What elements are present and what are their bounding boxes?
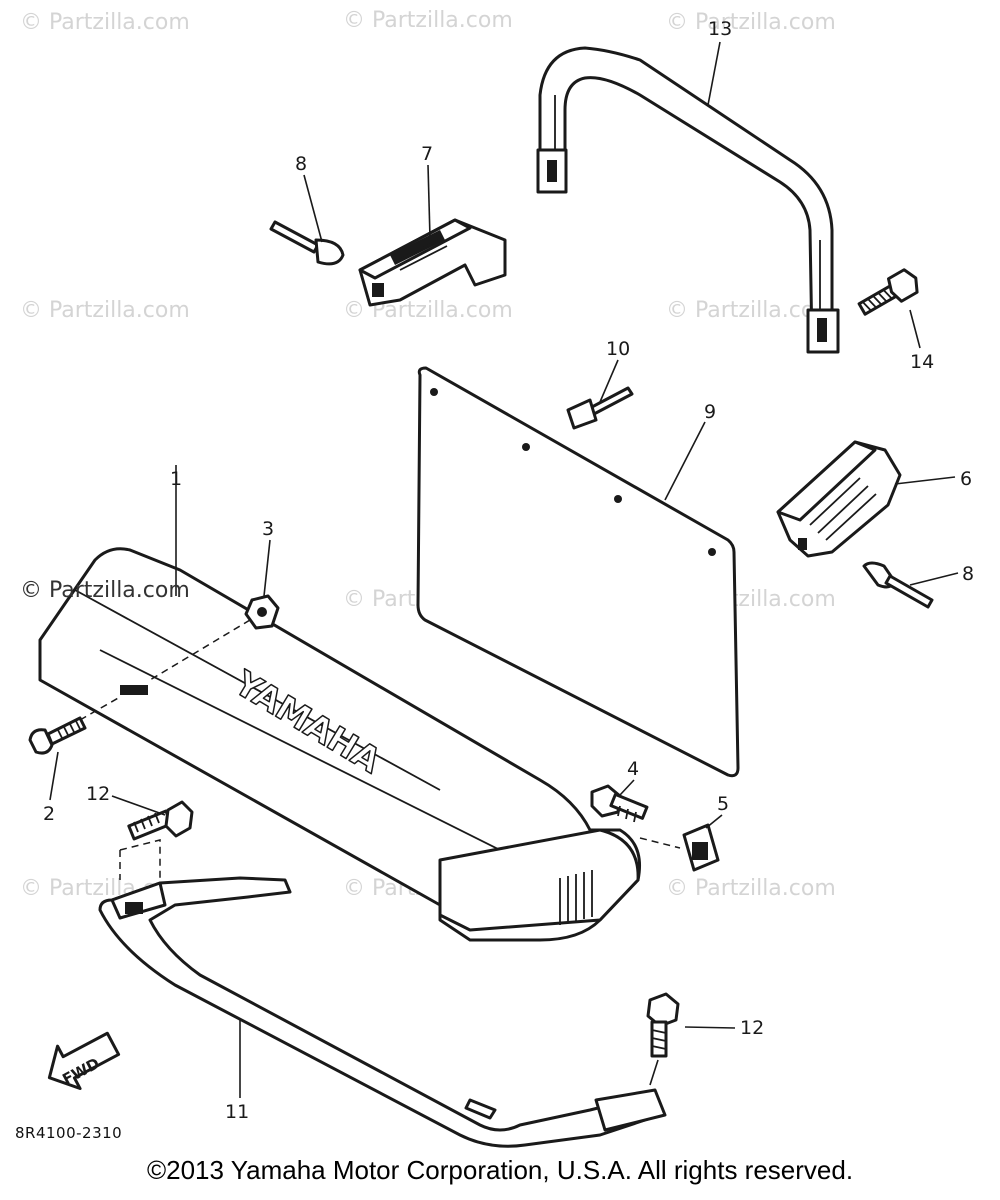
leader-8-upper [303, 174, 323, 243]
callout-8-upper: 8 [295, 153, 307, 175]
leader-14 [909, 309, 921, 349]
leader-12-left [111, 795, 166, 816]
part-10-rivet [566, 386, 634, 430]
callout-6: 6 [960, 468, 972, 490]
watermark: © Partzilla.com [666, 10, 836, 35]
part-1-bumper [38, 547, 641, 942]
part-7-clamp [358, 218, 507, 307]
fwd-arrow-icon [47, 1031, 121, 1091]
leader-7 [427, 164, 431, 239]
callout-14: 14 [910, 351, 934, 373]
parts-diagram: YAMAHA [28, 18, 974, 1148]
callout-5: 5 [717, 793, 729, 815]
dashed-guide-2 [79, 696, 121, 721]
copyright-notice: ©2013 Yamaha Motor Corporation, U.S.A. A… [146, 1155, 854, 1185]
callout-3: 3 [262, 518, 274, 540]
leader-12-right [684, 1026, 736, 1029]
part-12-bolt-left [127, 800, 194, 841]
callout-8-right: 8 [962, 563, 974, 585]
part-13-grab-bar [536, 46, 840, 354]
callout-11: 11 [225, 1101, 249, 1123]
callout-10: 10 [606, 338, 630, 360]
part-9-plate [416, 366, 740, 778]
diagram-code: 8R4100-2310 [15, 1124, 123, 1142]
part-12-bolt-right [646, 992, 680, 1058]
callout-7: 7 [421, 143, 433, 165]
dashed-guide-3 [149, 619, 251, 681]
dashed-guide-5 [639, 837, 681, 849]
callout-13: 13 [708, 18, 732, 40]
part-11-bumper-bar [98, 876, 667, 1148]
leader-10 [599, 359, 619, 403]
leader-8-right [909, 572, 959, 586]
watermark: © Partzilla.com [20, 10, 190, 35]
leader-13 [707, 41, 721, 106]
callout-1: 1 [170, 468, 182, 490]
callout-2: 2 [43, 803, 55, 825]
callout-12-right: 12 [740, 1017, 764, 1039]
watermark: © Partzilla.com [343, 8, 513, 33]
callout-12-left: 12 [86, 783, 110, 805]
dashed-guide-12 [119, 839, 161, 882]
leader-2 [49, 751, 59, 801]
leader-3 [263, 539, 271, 597]
part-4-bolt [590, 784, 649, 823]
part-5-nut [682, 823, 720, 872]
watermark: © Partzilla.com [20, 578, 190, 603]
part-6-clamp [776, 440, 902, 558]
watermark: © Partzilla.com [20, 298, 190, 323]
leader-12-right-down [649, 1059, 659, 1086]
leader-6 [894, 476, 956, 485]
leader-5 [705, 814, 723, 829]
watermark: © Partzilla.com [666, 876, 836, 901]
leader-9 [664, 421, 706, 501]
callout-4: 4 [627, 758, 639, 780]
part-3-nut [244, 594, 280, 630]
part-8-rivet-upper [269, 220, 345, 266]
part-14-bolt [857, 268, 919, 316]
leader-4 [619, 779, 635, 796]
part-8-rivet-right [862, 561, 934, 609]
part-2-screw [28, 716, 87, 755]
callout-9: 9 [704, 401, 716, 423]
